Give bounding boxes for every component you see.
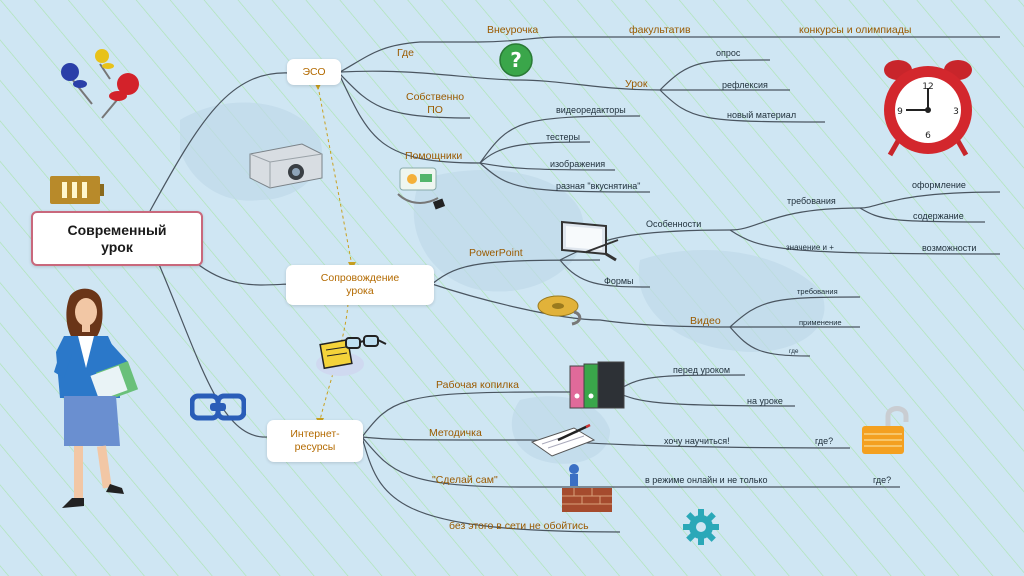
node-support-line1: Сопровождение [320, 272, 400, 284]
label-gde-2[interactable]: где? [873, 475, 892, 485]
root-topic-line1: Современный [67, 221, 167, 238]
gear-icon [683, 509, 719, 545]
svg-text:6: 6 [925, 131, 931, 141]
node-internet[interactable]: Интернет-ресурсы [267, 420, 363, 462]
label-pomoshniki[interactable]: Помощники [405, 150, 463, 162]
label-video-gde[interactable]: где [789, 348, 799, 355]
label-video[interactable]: Видео [690, 315, 721, 327]
label-kopilka[interactable]: Рабочая копилка [436, 379, 519, 391]
label-bez-etogo[interactable]: без этого в сети не обойтись [449, 520, 589, 532]
label-vozmozhnosti[interactable]: возможности [922, 243, 977, 253]
world-map-backdrop [180, 102, 825, 464]
film-reel-icon [537, 295, 582, 326]
label-izobrazheniya[interactable]: изображения [550, 159, 606, 169]
label-novyi-material[interactable]: новый материал [727, 110, 797, 120]
label-soderzhanie[interactable]: содержание [913, 211, 964, 221]
label-osobennosti[interactable]: Особенности [646, 219, 702, 229]
root-topic-line2: урок [101, 238, 133, 255]
dashed-connectors [317, 85, 353, 421]
svg-text:9: 9 [897, 107, 903, 117]
monitor-icon [561, 220, 619, 262]
label-metodichka[interactable]: Методичка [429, 427, 482, 439]
label-videoredaktory[interactable]: видеоредакторы [556, 105, 626, 115]
node-eso-label: ЭСО [302, 65, 326, 78]
label-powerpoint[interactable]: PowerPoint [469, 247, 523, 259]
label-na-uroke[interactable]: на уроке [747, 396, 783, 406]
node-support-line2: урока [346, 285, 374, 297]
label-vneurochka[interactable]: Внеурочка [487, 24, 539, 36]
notebook-pen-icon [530, 423, 596, 457]
label-konkursy[interactable]: конкурсы и олимпиады [799, 24, 912, 36]
label-pered-urokom[interactable]: перед уроком [673, 365, 731, 375]
helper-hand-icon [397, 167, 446, 210]
builder-wall-icon [562, 464, 612, 512]
label-urok[interactable]: Урок [625, 78, 648, 90]
glasses-document-icon [316, 335, 387, 376]
label-trebovaniya[interactable]: требования [787, 196, 836, 206]
label-opros[interactable]: опрос [716, 48, 741, 58]
label-sobstvenno-line1: Собственно [406, 91, 465, 103]
node-internet-line2: ресурсы [294, 441, 336, 453]
chain-link-icon [190, 393, 246, 421]
label-sobstvenno-line2: ПО [427, 104, 443, 116]
question-icon: ? [499, 43, 533, 77]
label-formy[interactable]: Формы [604, 276, 634, 286]
pushpins-icon [61, 49, 139, 119]
label-raznaya[interactable]: разная "вкуснятина" [556, 181, 641, 191]
label-sdelai-sam[interactable]: "Сделай сам" [432, 474, 498, 486]
label-znachenie[interactable]: значение и + [786, 243, 834, 252]
node-eso[interactable]: ЭСО [287, 59, 341, 85]
open-lock-icon [862, 406, 909, 454]
battery-icon [50, 176, 104, 204]
projector-icon [249, 143, 323, 189]
binders-icon [569, 361, 625, 409]
svg-text:3: 3 [953, 107, 959, 117]
label-onlain[interactable]: в режиме онлайн и не только [645, 475, 768, 485]
label-testery[interactable]: тестеры [546, 132, 581, 142]
label-refleksiya[interactable]: рефлексия [722, 80, 768, 90]
label-oformlenie[interactable]: оформление [912, 180, 966, 190]
teacher-figure [54, 288, 139, 508]
svg-text:?: ? [510, 48, 522, 72]
alarm-clock-icon: 12 3 6 9 [884, 60, 972, 157]
label-video-primenenie[interactable]: применение [799, 318, 842, 327]
label-gde[interactable]: Где [397, 47, 414, 59]
svg-text:12: 12 [922, 82, 933, 92]
label-fakultativ[interactable]: факультатив [629, 24, 691, 36]
label-video-trebovaniya[interactable]: требования [797, 287, 838, 296]
label-gde-1[interactable]: где? [815, 436, 834, 446]
node-internet-line1: Интернет- [290, 428, 340, 440]
label-hochu[interactable]: хочу научиться! [664, 436, 730, 446]
